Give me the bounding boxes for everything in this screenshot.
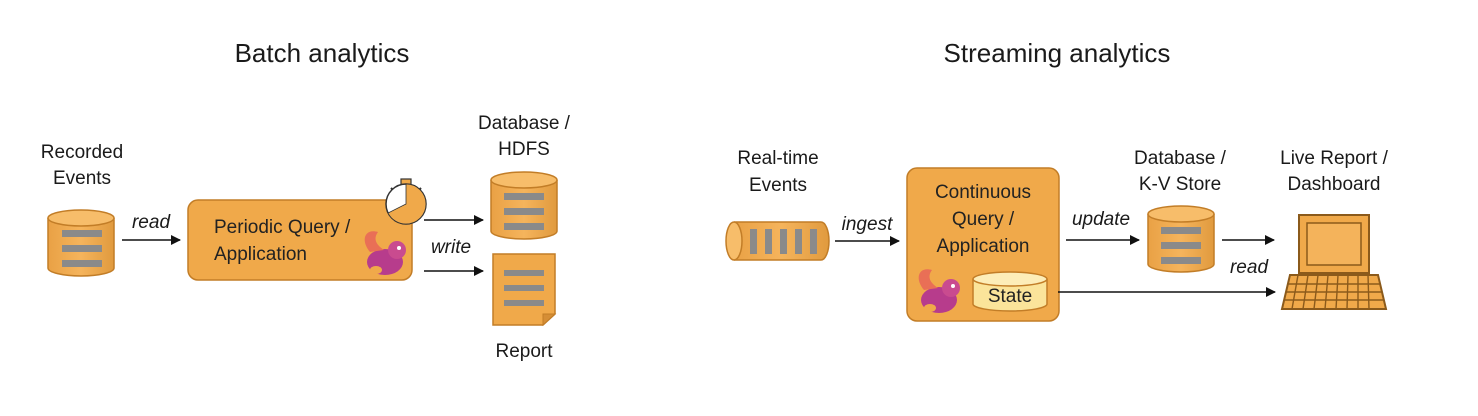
hdfs-label-2: HDFS: [498, 139, 550, 160]
realtime-events-label-2: Events: [749, 175, 807, 196]
dashboard-label-1: Live Report /: [1280, 148, 1388, 169]
recorded-events-database-icon: [47, 209, 115, 277]
batch-title: Batch analytics: [235, 38, 410, 68]
dashboard-label-2: Dashboard: [1288, 174, 1381, 195]
squirrel-logo-icon: [364, 231, 406, 275]
periodic-query-label-2: Application: [214, 244, 307, 265]
kv-store-database-icon: [1147, 205, 1215, 273]
ingest-label: ingest: [842, 214, 893, 235]
periodic-query-box: [187, 199, 413, 281]
batch-read-label: read: [132, 212, 171, 233]
streaming-title: Streaming analytics: [944, 38, 1171, 68]
continuous-query-label-1: Continuous: [935, 182, 1031, 203]
kv-store-label-2: K-V Store: [1139, 174, 1221, 195]
report-label: Report: [495, 341, 553, 362]
state-label: State: [988, 286, 1032, 307]
update-label: update: [1072, 209, 1130, 230]
monitor-icon: [1298, 214, 1370, 274]
continuous-query-label-3: Application: [937, 236, 1030, 257]
squirrel-logo-icon: [918, 269, 960, 313]
event-queue-icon: [725, 221, 830, 261]
recorded-events-label-2: Events: [53, 168, 111, 189]
hdfs-database-icon: [490, 171, 558, 240]
hdfs-label-1: Database /: [478, 113, 571, 134]
keyboard-icon: [1280, 274, 1388, 310]
recorded-events-label-1: Recorded: [41, 142, 123, 163]
stopwatch-icon: [385, 178, 427, 225]
batch-write-label: write: [431, 237, 471, 258]
periodic-query-label-1: Periodic Query /: [214, 217, 351, 238]
state-store: [972, 271, 1048, 312]
continuous-query-label-2: Query /: [952, 209, 1015, 230]
kv-store-label-1: Database /: [1134, 148, 1227, 169]
streaming-read-label: read: [1230, 257, 1269, 278]
report-document-icon: [492, 253, 557, 327]
realtime-events-label-1: Real-time: [737, 148, 818, 169]
